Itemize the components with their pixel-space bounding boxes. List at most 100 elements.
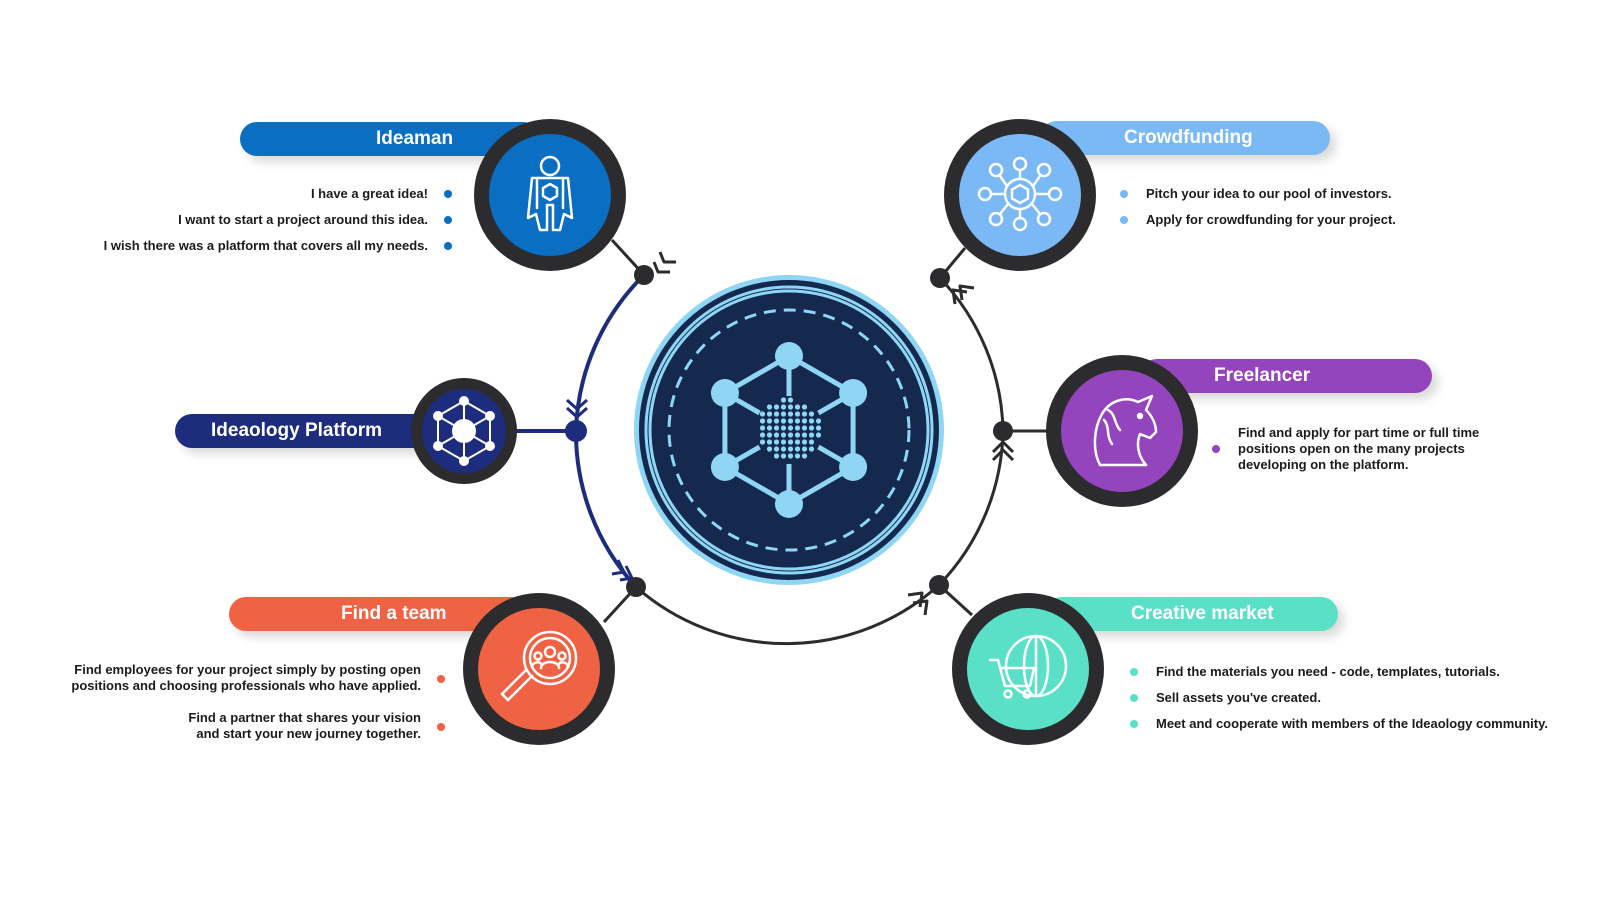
central-hub [634, 275, 944, 585]
hub-core-dot [808, 418, 815, 424]
hub-core-dot [759, 425, 766, 431]
arrow-chevron-icon [951, 288, 968, 305]
arrow-chevron-icon [565, 406, 589, 419]
hub-core-dot [801, 411, 808, 417]
hub-core-dot [780, 425, 787, 431]
hub-core-dot [773, 404, 780, 410]
hub-core-dot [815, 418, 822, 424]
hub-core-dot [794, 446, 801, 452]
hub-core-dot [787, 446, 794, 452]
hub-core-dot [794, 432, 801, 438]
hub-core-dot [808, 439, 815, 445]
ideaman-title-pill: Ideaman [240, 122, 540, 156]
hub-core-dot [773, 453, 780, 459]
arrow-chevron-icon [991, 448, 1015, 462]
hub-core-dot [794, 439, 801, 445]
hub-core-dot [808, 411, 815, 417]
freelancer-title-pill: Freelancer [1140, 359, 1432, 393]
hub-core-dot [794, 425, 801, 431]
hub-core-dot [773, 425, 780, 431]
hub-core-dot [780, 397, 787, 403]
market-list: Find the materials you need - code, temp… [1130, 664, 1550, 742]
team-title-pill: Find a team [229, 597, 529, 631]
hub-core-dot [766, 425, 773, 431]
arc-market-freelancer [937, 430, 1005, 587]
hexagon-network-icon [710, 342, 868, 518]
hub-vertex [775, 342, 803, 370]
crowdfunding-list: Pitch your idea to our pool of investors… [1120, 186, 1450, 238]
hub-core-dot [787, 432, 794, 438]
hub-core-dot [759, 418, 766, 424]
arrow-chevron-icon [991, 440, 1015, 454]
platform-title: Ideaology Platform [211, 420, 383, 441]
team-title: Find a team [341, 603, 447, 624]
list-item: Find a partner that shares your vision a… [60, 710, 445, 742]
hub-core-dot [787, 425, 794, 431]
platform-title-pill: Ideaology Platform [175, 414, 435, 448]
list-item: Find the materials you need - code, temp… [1130, 664, 1550, 690]
hub-core-dot [808, 446, 815, 452]
junction-dot [929, 575, 949, 595]
team-list: Find employees for your project simply b… [60, 662, 445, 742]
arrow-chevron-icon [565, 398, 589, 411]
arrow-chevron-icon [958, 284, 975, 301]
hub-core-dot [773, 432, 780, 438]
hub-core-dot [780, 453, 787, 459]
junction-dot [626, 577, 646, 597]
hub-core-dot [759, 439, 766, 445]
freelancer-list: Find and apply for part time or full tim… [1212, 425, 1504, 473]
hub-core-dot [801, 439, 808, 445]
hub-core-dot [801, 404, 808, 410]
hub-core-dot [766, 404, 773, 410]
hub-core-dot [780, 411, 787, 417]
arrow-chevron-icon [912, 599, 929, 616]
list-item: Meet and cooperate with members of the I… [1130, 716, 1550, 742]
junction-dot [565, 420, 587, 442]
hub-core-dot [794, 411, 801, 417]
list-item: I want to start a project around this id… [80, 212, 452, 238]
junction-dot [930, 268, 950, 288]
hub-core-dot [759, 432, 766, 438]
hub-core-dot [780, 439, 787, 445]
hub-core-dot [787, 418, 794, 424]
arc-freelancer-crowdfunding [938, 276, 1005, 432]
list-item: Find employees for your project simply b… [60, 662, 445, 710]
arrow-chevron-icon [658, 251, 676, 264]
arrow-chevron-icon [652, 261, 670, 274]
list-item: Pitch your idea to our pool of investors… [1120, 186, 1450, 212]
freelancer-title: Freelancer [1214, 365, 1311, 386]
ideaman-list: I have a great idea! I want to start a p… [80, 186, 452, 264]
hub-core-dot [801, 453, 808, 459]
arrow-chevron-icon [611, 559, 626, 576]
ideaman-title: Ideaman [376, 128, 454, 149]
arc-platform-team [573, 430, 638, 589]
hub-core-dot [759, 411, 766, 417]
list-item: Sell assets you've created. [1130, 690, 1550, 716]
hub-core-dot [780, 418, 787, 424]
arc-team-market [635, 583, 941, 646]
junction-dot [634, 265, 654, 285]
hub-core-dot [780, 432, 787, 438]
hub-core-dot [787, 404, 794, 410]
hub-core-dot [794, 404, 801, 410]
list-item: I wish there was a platform that covers … [80, 238, 452, 264]
junction-dot [993, 421, 1013, 441]
hub-core-dot [766, 418, 773, 424]
hub-core-dot [815, 432, 822, 438]
hub-core-dot [773, 439, 780, 445]
hub-core-dot [808, 425, 815, 431]
hub-core-dot [773, 411, 780, 417]
hub-vertex [839, 379, 868, 407]
hub-core-dot [787, 453, 794, 459]
hub-vertex [775, 490, 803, 518]
list-item: I have a great idea! [80, 186, 452, 212]
hub-core-dot [801, 425, 808, 431]
hub-core-dot [780, 446, 787, 452]
hub-core-dot [801, 418, 808, 424]
hub-core-dot [766, 432, 773, 438]
hub-core-dot [794, 453, 801, 459]
hub-core-dot [766, 411, 773, 417]
hub-core-dot [780, 404, 787, 410]
hub-vertex [839, 453, 868, 481]
